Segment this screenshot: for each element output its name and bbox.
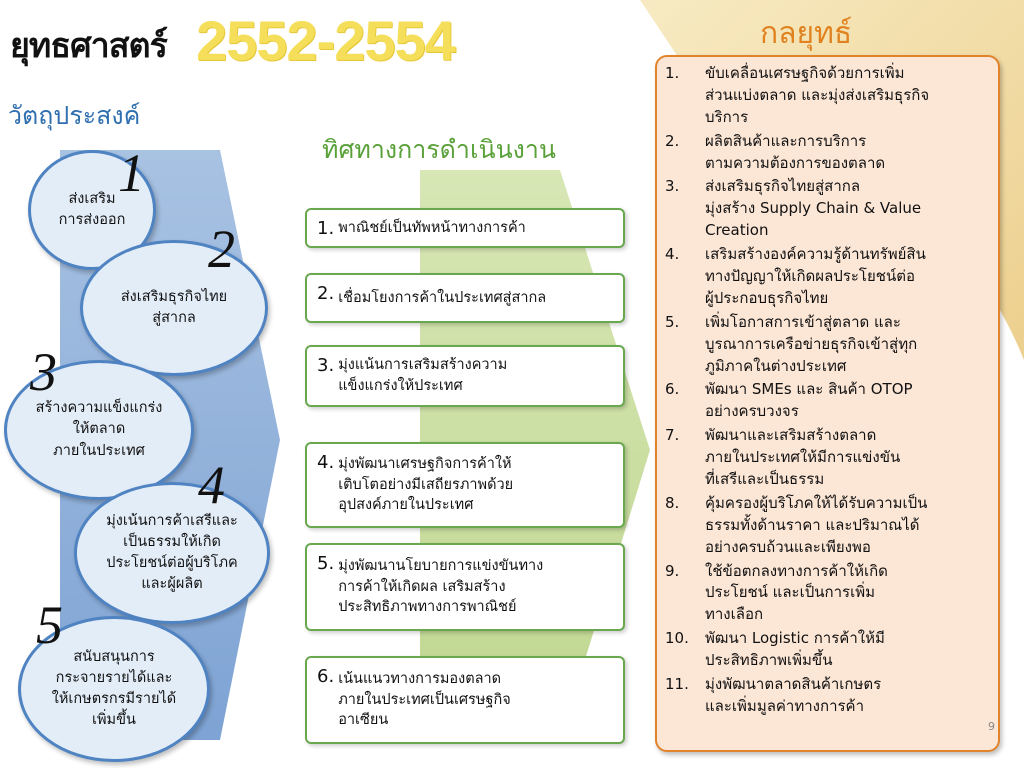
strategy-heading: กลยุทธ์ (760, 16, 853, 51)
objective-number: 5 (36, 595, 63, 655)
strategy-text: พัฒนาและเสริมสร้างตลาด ภายในประเทศให้มีก… (705, 426, 901, 489)
direction-number: 1. (317, 218, 335, 239)
objective-circle-2: ส่งเสริมธุรกิจไทย สู่สากล (80, 240, 268, 376)
strategy-item: 9. ใช้ข้อตกลงทางการค้าให้เกิด ประโยชน์ แล… (665, 561, 990, 627)
strategy-number: 5. (665, 312, 680, 331)
objective-number: 2 (208, 219, 235, 279)
strategy-text: คุ้มครองผู้บริโภคให้ได้รับความเป็น ธรรมท… (705, 493, 928, 556)
objective-label: ส่งเสริมธุรกิจไทย สู่สากล (120, 288, 228, 326)
strategy-text: มุ่งพัฒนาตลาดสินค้าเกษตร และเพิ่มมูลค่าท… (705, 675, 882, 715)
strategy-text: ผลิตสินค้าและการบริการ ตามความต้องการของ… (705, 131, 886, 172)
objectives-heading: วัตถุประสงค์ (8, 101, 141, 130)
strategy-panel: 1. ขับเคลื่อนเศรษฐกิจด้วยการเพิ่ม ส่วนแบ่… (655, 55, 1000, 752)
direction-number: 3. (317, 355, 335, 376)
direction-number: 2. (317, 283, 335, 304)
strategy-item: 7. พัฒนาและเสริมสร้างตลาด ภายในประเทศให้ม… (665, 425, 990, 491)
objective-circle-4: มุ่งเน้นการค้าเสรีและ เป็นธรรมให้เกิด ปร… (74, 482, 270, 624)
strategy-item: 6. พัฒนา SMEs และ สินค้า OTOP อย่างครบวงจ… (665, 379, 990, 423)
objective-number: 4 (198, 455, 225, 515)
direction-text: เชื่อมโยงการค้าในประเทศสู่สากล (338, 289, 547, 306)
strategy-item: 4. เสริมสร้างองค์ความรู้ด้านทรัพย์สิน ทาง… (665, 244, 990, 310)
strategy-text: ขับเคลื่อนเศรษฐกิจด้วยการเพิ่ม ส่วนแบ่งต… (705, 64, 930, 126)
direction-item: 1. พาณิชย์เป็นทัพหน้าทางการค้า (305, 208, 625, 248)
page-number: 9 (988, 720, 995, 733)
direction-text: เน้นแนวทางการมองตลาด ภายในประเทศเป็นเศรษ… (338, 671, 511, 729)
direction-item: 3. มุ่งแน้นการเสริมสร้างความ แข็งแกร่งให… (305, 345, 625, 407)
strategy-number: 1. (665, 64, 680, 82)
direction-number: 5. (317, 553, 335, 574)
strategy-number: 6. (665, 380, 680, 399)
direction-item: 4. มุ่งพัฒนาเศรษฐกิจการค้าให้ เติบโตอย่า… (305, 442, 625, 528)
strategy-item: 5. เพิ่มโอกาสการเข้าสู่ตลาด และ บูรณาการเ… (665, 312, 990, 378)
direction-text: มุ่งพัฒนานโยบายการแข่งขันทาง การค้าให้เก… (338, 558, 544, 616)
strategy-text: เสริมสร้างองค์ความรู้ด้านทรัพย์สิน ทางปั… (705, 245, 926, 307)
strategy-number: 8. (665, 493, 680, 512)
strategy-text: เพิ่มโอกาสการเข้าสู่ตลาด และ บูรณาการเคร… (705, 312, 918, 375)
strategy-item: 3. ส่งเสริมธุรกิจไทยสู่สากล มุ่งสร้าง Sup… (665, 176, 990, 242)
page-title: ยุทธศาสตร์ (10, 26, 168, 66)
strategy-text: พัฒนา Logistic การค้าให้มี ประสิทธิภาพเพ… (705, 629, 885, 670)
objective-label: สนับสนุนการ กระจายรายได้และ ให้เกษตรกรมี… (51, 648, 177, 729)
objective-number: 3 (30, 342, 57, 402)
objective-label: มุ่งเน้นการค้าเสรีและ เป็นธรรมให้เกิด ปร… (106, 512, 238, 593)
strategy-number: 10. (665, 629, 689, 648)
objective-circle-1: ส่งเสริม การส่งออก (28, 150, 156, 270)
strategy-number: 2. (665, 131, 680, 150)
objective-circle-3: สร้างความแข็งแกร่ง ให้ตลาด ภายในประเทศ (4, 360, 194, 500)
direction-item: 2. เชื่อมโยงการค้าในประเทศสู่สากล (305, 273, 625, 323)
strategy-text: ส่งเสริมธุรกิจไทยสู่สากล มุ่งสร้าง Suppl… (705, 177, 922, 240)
page-years: 2552-2554 (196, 9, 456, 72)
objective-label: ส่งเสริม การส่งออก (58, 190, 126, 228)
objective-label: สร้างความแข็งแกร่ง ให้ตลาด ภายในประเทศ (35, 400, 163, 459)
direction-text: มุ่งพัฒนาเศรษฐกิจการค้าให้ เติบโตอย่างมี… (338, 456, 514, 514)
strategy-item: 10. พัฒนา Logistic การค้าให้มี ประสิทธิภา… (665, 628, 990, 672)
strategy-list: 1. ขับเคลื่อนเศรษฐกิจด้วยการเพิ่ม ส่วนแบ่… (665, 63, 990, 718)
objective-number: 1 (118, 143, 145, 203)
strategy-text: ใช้ข้อตกลงทางการค้าให้เกิด ประโยชน์ และเ… (705, 561, 888, 624)
strategy-number: 3. (665, 177, 680, 196)
strategy-number: 7. (665, 426, 680, 445)
direction-item: 5. มุ่งพัฒนานโยบายการแข่งขันทาง การค้าให… (305, 543, 625, 631)
strategy-item: 2. ผลิตสินค้าและการบริการ ตามความต้องการข… (665, 131, 990, 175)
strategy-item: 8. คุ้มครองผู้บริโภคให้ได้รับความเป็น ธรร… (665, 493, 990, 559)
direction-text: พาณิชย์เป็นทัพหน้าทางการค้า (338, 219, 526, 236)
strategy-text: พัฒนา SMEs และ สินค้า OTOP อย่างครบวงจร (705, 380, 913, 421)
directions-heading: ทิศทางการดำเนินงาน (322, 135, 557, 164)
direction-number: 6. (317, 666, 335, 687)
direction-number: 4. (317, 452, 335, 473)
strategy-number: 11. (665, 675, 689, 694)
strategy-item: 1. ขับเคลื่อนเศรษฐกิจด้วยการเพิ่ม ส่วนแบ่… (665, 63, 990, 129)
direction-text: มุ่งแน้นการเสริมสร้างความ แข็งแกร่งให้ปร… (338, 357, 508, 394)
strategy-number: 4. (665, 245, 680, 264)
strategy-number: 9. (665, 561, 680, 580)
strategy-item: 11. มุ่งพัฒนาตลาดสินค้าเกษตร และเพิ่มมูลค… (665, 674, 990, 718)
direction-item: 6. เน้นแนวทางการมองตลาด ภายในประเทศเป็นเ… (305, 656, 625, 744)
objective-circle-5: สนับสนุนการ กระจายรายได้และ ให้เกษตรกรมี… (18, 616, 210, 762)
